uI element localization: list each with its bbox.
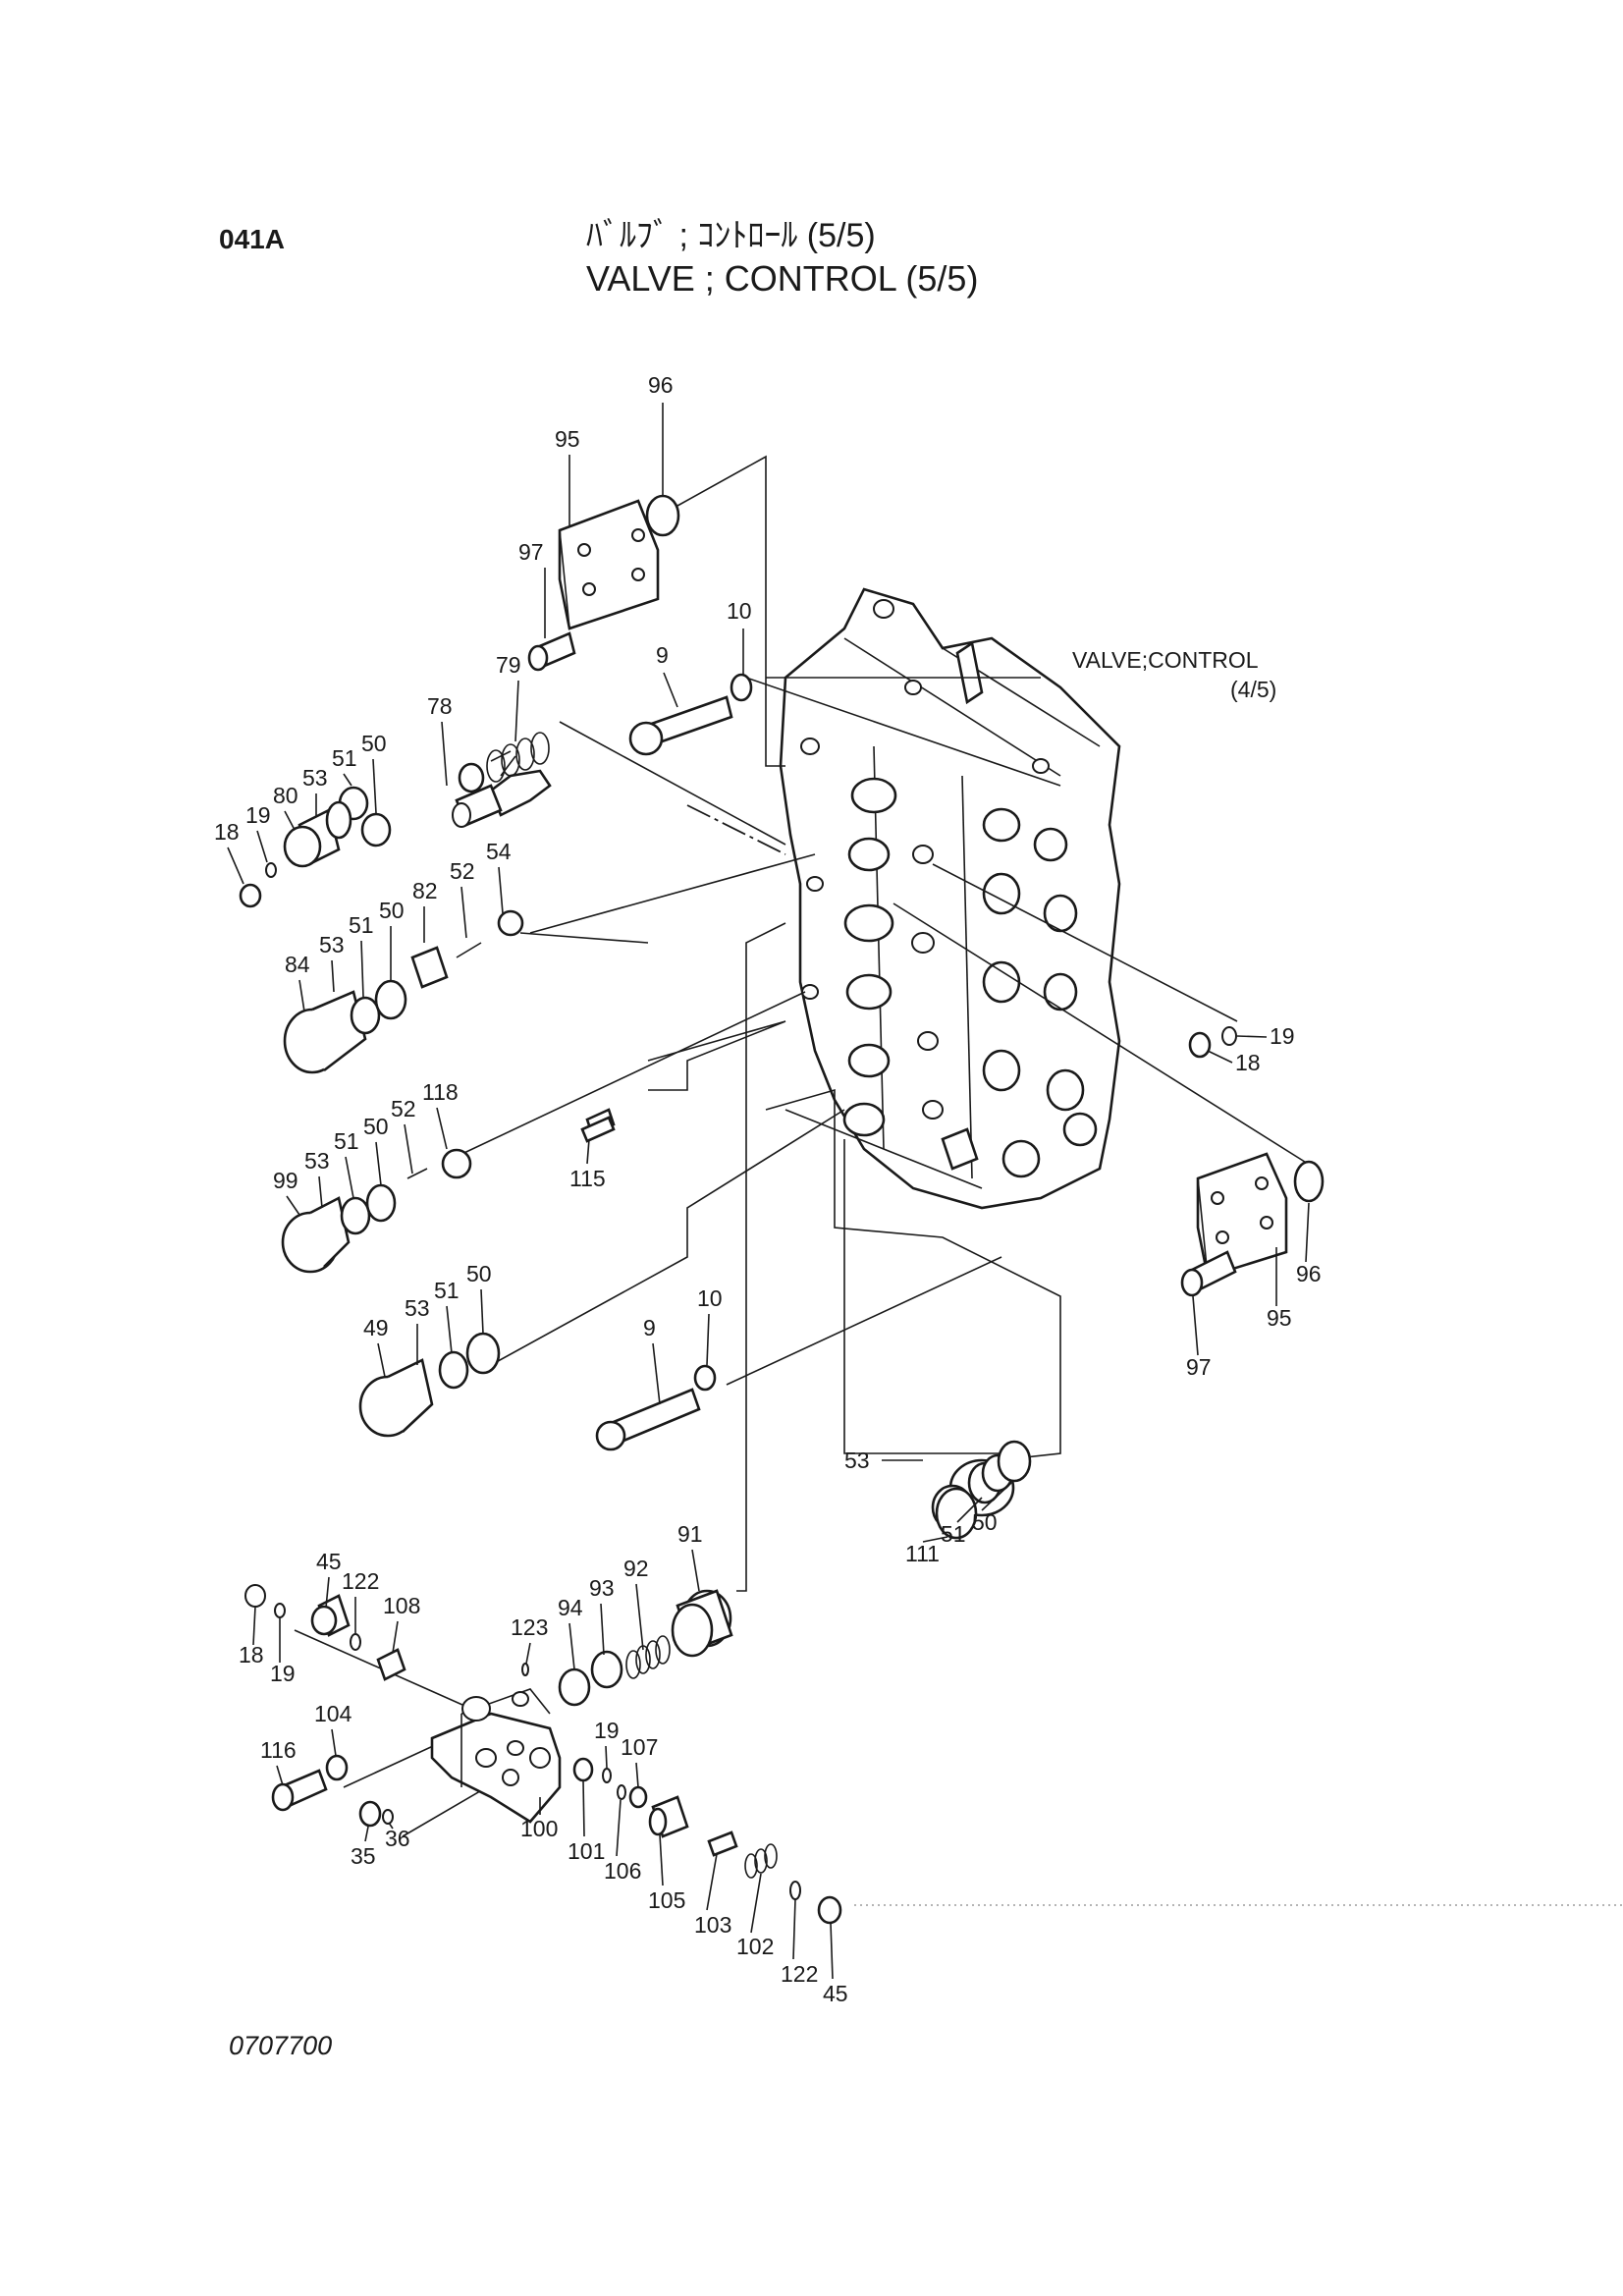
label-18: 18 xyxy=(1235,1050,1261,1075)
label-50: 50 xyxy=(466,1261,492,1286)
label-51: 51 xyxy=(941,1521,966,1547)
label-36: 36 xyxy=(385,1826,410,1851)
drawing-number: 0707700 xyxy=(229,2031,333,2060)
label-118: 118 xyxy=(422,1079,459,1105)
label-103: 103 xyxy=(694,1912,731,1938)
label-53: 53 xyxy=(844,1448,870,1473)
label-107: 107 xyxy=(621,1734,658,1760)
label-19: 19 xyxy=(270,1661,296,1686)
label-91: 91 xyxy=(677,1521,703,1547)
part-labels: 96 95 97 10 9 79 78 50 51 53 80 19 18 54… xyxy=(214,372,1322,2006)
label-104: 104 xyxy=(314,1701,352,1726)
label-leaders xyxy=(227,403,1310,1980)
label-97: 97 xyxy=(1186,1354,1212,1380)
label-19: 19 xyxy=(594,1718,620,1743)
label-96: 96 xyxy=(1296,1261,1322,1286)
label-100: 100 xyxy=(520,1816,558,1841)
label-116: 116 xyxy=(260,1737,297,1763)
label-115: 115 xyxy=(569,1166,606,1191)
label-101: 101 xyxy=(568,1838,605,1864)
label-35: 35 xyxy=(351,1843,376,1869)
label-106: 106 xyxy=(604,1858,641,1884)
label-51: 51 xyxy=(334,1128,359,1154)
label-50: 50 xyxy=(361,731,387,756)
label-108: 108 xyxy=(383,1593,420,1618)
parts xyxy=(239,494,1325,1925)
label-111: 111 xyxy=(905,1541,940,1566)
label-9: 9 xyxy=(643,1315,656,1340)
label-51: 51 xyxy=(434,1278,460,1303)
valve-body xyxy=(779,587,1121,1210)
label-95: 95 xyxy=(555,426,580,452)
label-80: 80 xyxy=(273,783,298,808)
label-97: 97 xyxy=(518,539,544,565)
label-96: 96 xyxy=(648,372,674,398)
label-53: 53 xyxy=(304,1148,330,1174)
label-50: 50 xyxy=(363,1114,389,1139)
label-54: 54 xyxy=(486,839,512,864)
label-52: 52 xyxy=(391,1096,416,1121)
label-18: 18 xyxy=(214,819,240,845)
label-51: 51 xyxy=(349,912,374,938)
reference-label-line2: (4/5) xyxy=(1230,677,1276,702)
label-53: 53 xyxy=(302,765,328,791)
label-10: 10 xyxy=(697,1285,723,1311)
label-9: 9 xyxy=(656,642,669,668)
label-50: 50 xyxy=(379,898,405,923)
title-english: VALVE ; CONTROL (5/5) xyxy=(586,258,979,299)
label-19: 19 xyxy=(1270,1023,1295,1049)
label-52: 52 xyxy=(450,858,475,884)
label-10: 10 xyxy=(727,598,752,624)
title-japanese: ﾊﾞﾙﾌﾞ ; ｺﾝﾄﾛｰﾙ (5/5) xyxy=(586,217,876,254)
page-code: 041A xyxy=(219,224,285,254)
label-105: 105 xyxy=(648,1887,685,1913)
label-53: 53 xyxy=(319,932,345,957)
label-45: 45 xyxy=(316,1549,342,1574)
label-45: 45 xyxy=(823,1981,848,2006)
label-122: 122 xyxy=(781,1961,818,1987)
label-84: 84 xyxy=(285,952,310,977)
assembly-lines xyxy=(294,455,1623,1906)
label-95: 95 xyxy=(1267,1305,1292,1331)
label-82: 82 xyxy=(412,878,438,903)
label-99: 99 xyxy=(273,1168,298,1193)
label-18: 18 xyxy=(239,1642,264,1667)
label-93: 93 xyxy=(589,1575,615,1601)
label-50: 50 xyxy=(972,1509,998,1535)
label-19: 19 xyxy=(245,802,271,828)
label-53: 53 xyxy=(405,1295,430,1321)
label-51: 51 xyxy=(332,745,357,771)
label-102: 102 xyxy=(736,1934,774,1959)
label-49: 49 xyxy=(363,1315,389,1340)
label-123: 123 xyxy=(511,1614,548,1640)
label-92: 92 xyxy=(623,1556,649,1581)
reference-label-line1: VALVE;CONTROL xyxy=(1072,647,1259,673)
label-79: 79 xyxy=(496,652,521,678)
label-122: 122 xyxy=(342,1568,379,1594)
label-94: 94 xyxy=(558,1595,583,1620)
label-78: 78 xyxy=(427,693,453,719)
